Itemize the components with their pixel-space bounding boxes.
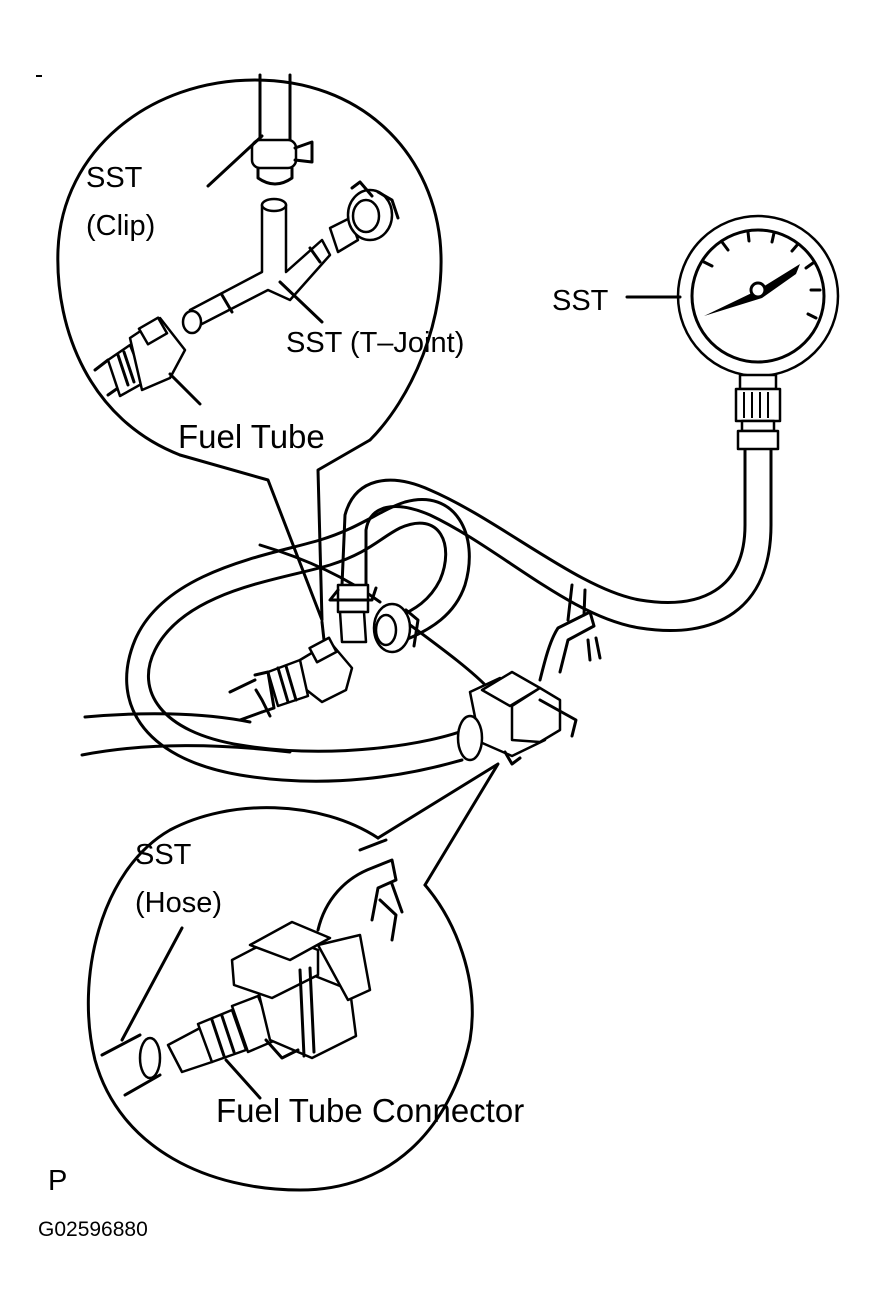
label-sst-tjoint: SST (T–Joint) [286,327,464,359]
sst-gauge-hose [340,448,773,633]
label-sst-hose-line2: (Hose) [135,887,222,919]
connector-detail-callout [86,762,500,1192]
fuel-line-assembly [80,498,602,783]
sst-hose-leader [120,926,184,1042]
pressure-gauge [676,214,840,451]
label-corner-mark: P [48,1165,67,1197]
label-sst-clip-line2: (Clip) [86,210,155,242]
sst-t-joint [181,180,400,335]
label-fuel-tube: Fuel Tube [178,418,325,455]
fuel-tube-upper-leader [168,372,202,406]
fuel-tube-connector-leader [224,1058,262,1100]
sst-tjoint-leader [278,280,324,324]
label-sst-gauge: SST [552,285,609,317]
label-sst-hose-line1: SST [135,839,192,871]
label-fuel-tube-connector: Fuel Tube Connector [216,1092,524,1129]
fuel-tube-leader [320,620,326,642]
sst-clip-leader [206,134,264,188]
fuel-tube-connector-detail [100,838,404,1097]
tjoint-detail-callout [56,78,443,622]
label-sst-clip-line1: SST [86,162,143,194]
sst-clip-upper [250,73,314,186]
fuel-tube-upper-detail [93,316,187,398]
label-figure-id: G02596880 [38,1218,148,1241]
